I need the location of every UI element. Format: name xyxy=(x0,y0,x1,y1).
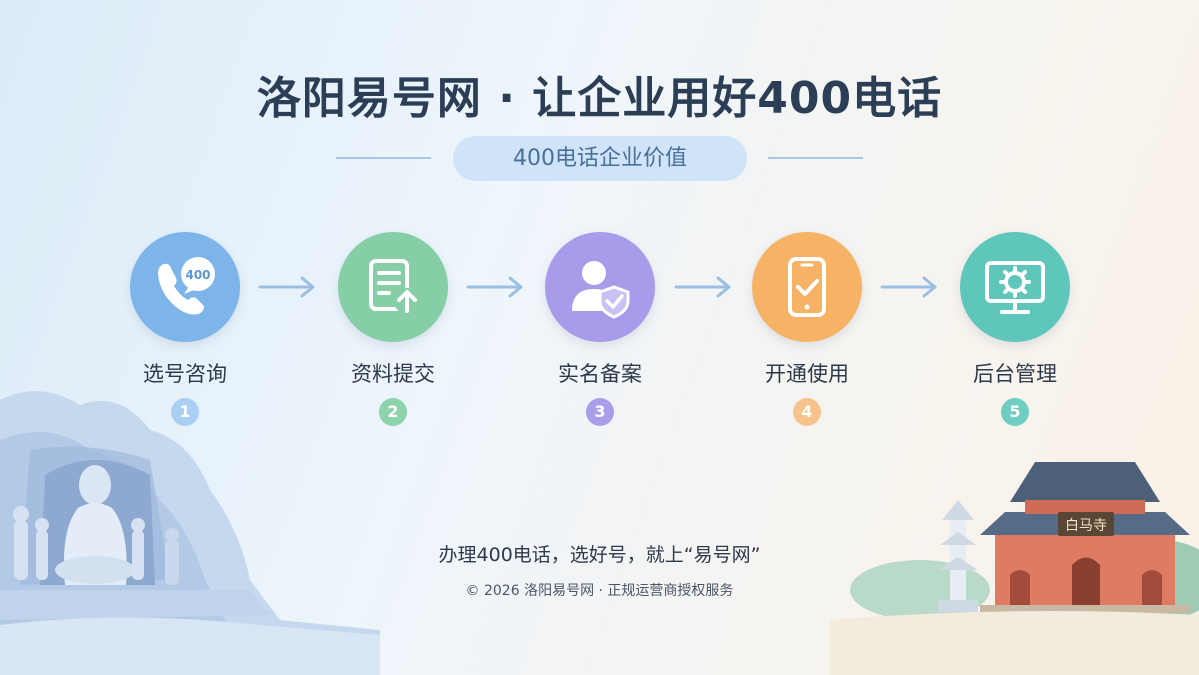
step-1-label: 选号咨询 xyxy=(143,362,227,386)
longmen-grottoes-illustration xyxy=(0,391,380,675)
page-title: 洛阳易号网 · 让企业用好400电话 xyxy=(256,73,943,124)
arrow-right-icon xyxy=(466,276,523,298)
step-5-number: 5 xyxy=(1001,398,1029,426)
arrow-right-icon xyxy=(880,276,937,298)
icon-badge-400: 400 xyxy=(185,268,210,282)
mobile-check-icon xyxy=(788,257,826,317)
document-upload-icon xyxy=(369,259,420,314)
monitor-gear-icon xyxy=(985,261,1045,314)
tagline: 办理400电话，选好号，就上“易号网” xyxy=(438,544,761,566)
step-4-number: 4 xyxy=(793,398,821,426)
step-4-circle xyxy=(752,232,862,342)
step-3-number: 3 xyxy=(586,398,614,426)
white-horse-temple-illustration: 白马寺 xyxy=(830,462,1199,675)
step-5-circle xyxy=(960,232,1070,342)
subtitle-divider-right xyxy=(768,157,863,159)
arrow-right-icon xyxy=(674,276,731,298)
phone-400-icon: 400 xyxy=(158,257,215,315)
step-3-label: 实名备案 xyxy=(558,362,642,386)
step-4-label: 开通使用 xyxy=(765,362,849,386)
step-1-circle: 400 xyxy=(130,232,240,342)
arrow-right-icon xyxy=(258,276,315,298)
copyright: © 2026 洛阳易号网 · 正规运营商授权服务 xyxy=(465,583,734,599)
step-3-circle xyxy=(545,232,655,342)
step-2-number: 2 xyxy=(379,398,407,426)
step-1-number: 1 xyxy=(171,398,199,426)
step-5-label: 后台管理 xyxy=(973,362,1057,386)
subtitle-divider-left xyxy=(336,157,431,159)
step-2-label: 资料提交 xyxy=(351,362,435,386)
user-verified-icon xyxy=(572,261,630,319)
temple-sign: 白马寺 xyxy=(1065,518,1107,534)
subtitle-pill: 400电话企业价值 xyxy=(453,136,747,181)
step-2-circle xyxy=(338,232,448,342)
